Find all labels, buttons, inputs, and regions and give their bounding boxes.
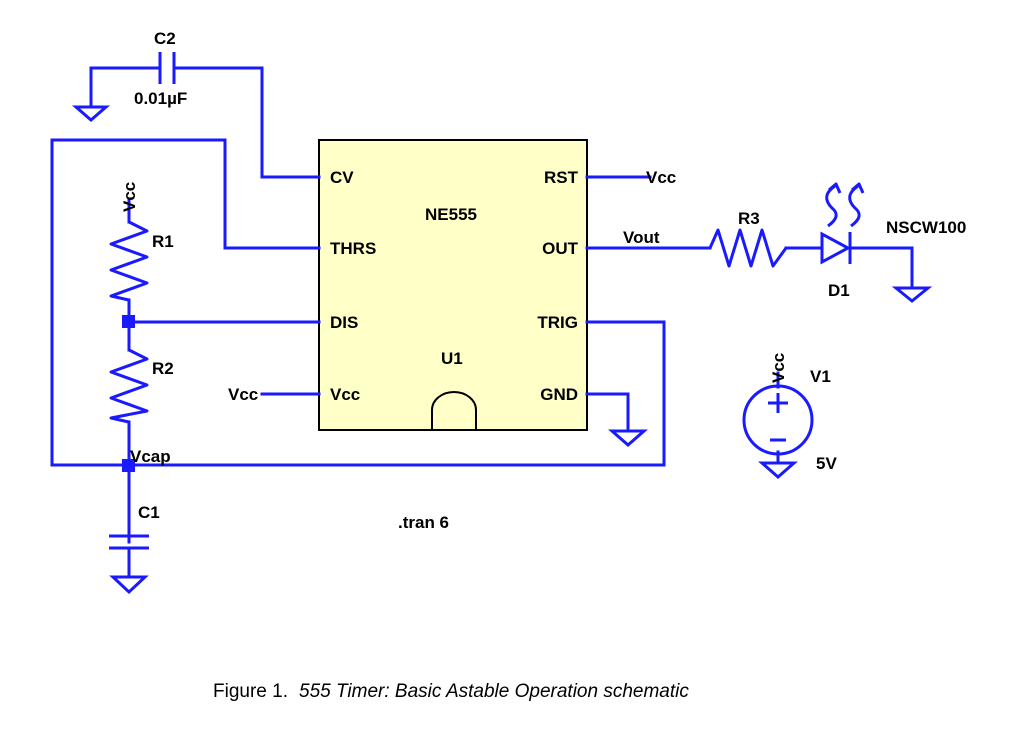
pin-dis-label: DIS bbox=[330, 313, 358, 332]
junction-dot-vcap bbox=[122, 459, 135, 472]
v1-ref-label: V1 bbox=[810, 367, 831, 386]
ground-v1 bbox=[758, 461, 798, 479]
net-vcc-pin: Vcc bbox=[228, 385, 258, 404]
voltage-source-v1 bbox=[742, 384, 814, 456]
d1-ref-label: D1 bbox=[828, 281, 850, 300]
spice-directive: .tran 6 bbox=[398, 513, 449, 532]
resistor-r1 bbox=[109, 220, 149, 302]
net-vcc-v1: Vcc bbox=[769, 353, 788, 383]
pin-rst-label: RST bbox=[544, 168, 579, 187]
pin-gnd-label: GND bbox=[540, 385, 578, 404]
ground-symbols bbox=[71, 105, 933, 595]
pin-trig-label: TRIG bbox=[537, 313, 578, 332]
ne555-chip-body bbox=[318, 139, 588, 431]
r2-ref-label: R2 bbox=[152, 359, 174, 378]
capacitor-c1 bbox=[109, 534, 149, 550]
junction-dot-dis bbox=[122, 315, 135, 328]
diode-d1 bbox=[820, 182, 865, 265]
ground-gnd-pin bbox=[608, 429, 648, 447]
ground-c2 bbox=[71, 105, 111, 122]
resistor-r3 bbox=[708, 228, 788, 268]
net-vcc-r1: Vcc bbox=[120, 182, 139, 212]
chip-notch bbox=[431, 391, 477, 430]
r1-ref-label: R1 bbox=[152, 232, 174, 251]
chip-ref-label: U1 bbox=[441, 349, 463, 368]
figure-caption-prefix: Figure 1. bbox=[213, 681, 288, 702]
chip-part-label: NE555 bbox=[425, 205, 477, 224]
v1-value-label: 5V bbox=[816, 454, 837, 473]
pin-cv-label: CV bbox=[330, 168, 354, 187]
r3-ref-label: R3 bbox=[738, 209, 760, 228]
d1-model-label: NSCW100 bbox=[886, 218, 966, 237]
resistor-r2 bbox=[109, 348, 149, 424]
figure-caption-title: 555 Timer: Basic Astable Operation schem… bbox=[299, 681, 689, 702]
c2-value-label: 0.01µF bbox=[134, 89, 187, 108]
wires bbox=[50, 66, 914, 579]
capacitor-c2 bbox=[158, 52, 176, 84]
c1-ref-label: C1 bbox=[138, 503, 160, 522]
net-vcc-rst: Vcc bbox=[646, 168, 676, 187]
pin-thrs-label: THRS bbox=[330, 239, 376, 258]
pin-out-label: OUT bbox=[542, 239, 579, 258]
net-vout: Vout bbox=[623, 228, 660, 247]
ground-c1 bbox=[109, 575, 149, 595]
net-vcap: Vcap bbox=[130, 447, 171, 466]
c2-ref-label: C2 bbox=[154, 29, 176, 48]
pin-vcc-label: Vcc bbox=[330, 385, 360, 404]
ground-d1 bbox=[891, 286, 933, 303]
